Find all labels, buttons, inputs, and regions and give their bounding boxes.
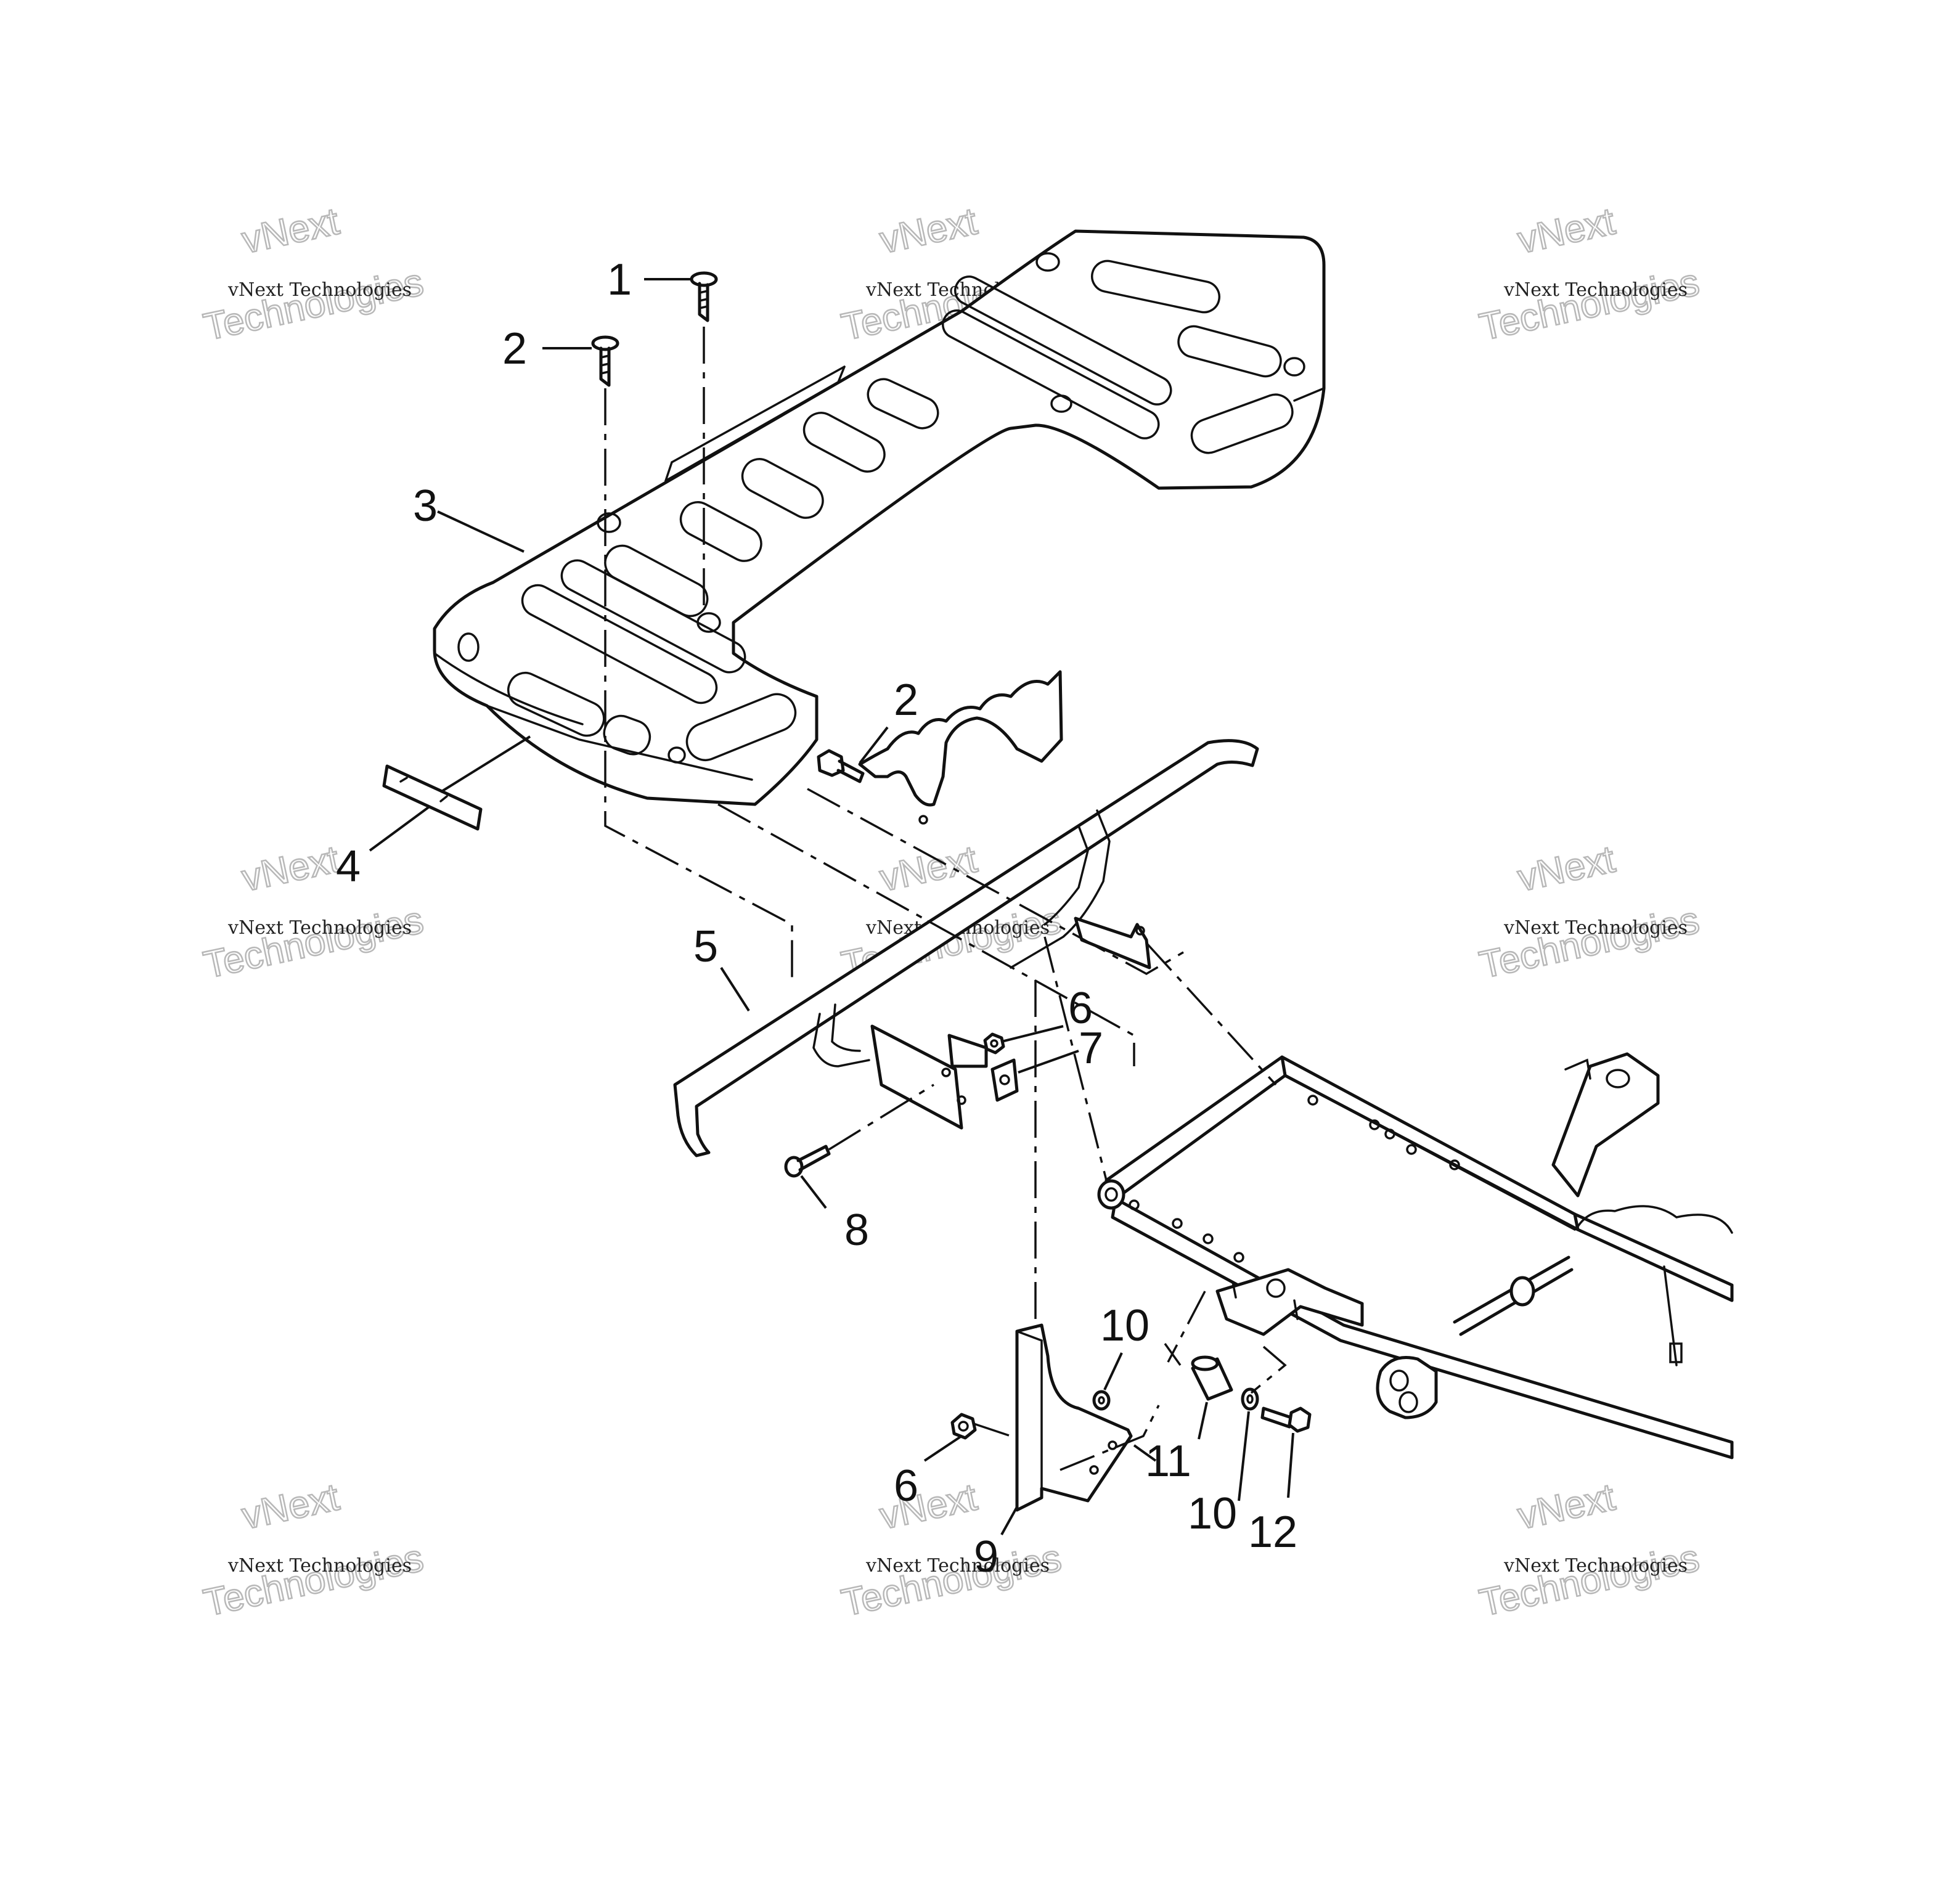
watermark: vNext Technologies vNext Technologies	[1475, 1475, 1704, 1625]
watermark-big-bottom: Technologies	[1476, 899, 1703, 987]
callout-12: 12	[1248, 1508, 1297, 1557]
watermark-line: vNext Technologies	[227, 279, 412, 301]
callout-3: 3	[413, 481, 438, 531]
callout-10: 10	[1100, 1301, 1149, 1350]
watermark-line: vNext Technologies	[1503, 917, 1688, 939]
screw-part-8	[784, 1145, 831, 1178]
guard-plate	[858, 670, 1063, 825]
watermark-big-bottom: Technologies	[200, 1537, 427, 1625]
callout-11: 11	[1145, 1437, 1191, 1486]
rack-part-3	[433, 229, 1326, 806]
rack-slots	[507, 259, 1294, 761]
washer-part-10-lower	[1241, 1387, 1259, 1411]
watermark-line: vNext Technologies	[1503, 1555, 1688, 1577]
watermark-big-bottom: Technologies	[1476, 1537, 1703, 1625]
watermark-big-top: vNext	[876, 838, 981, 900]
reflector-part-4	[382, 764, 483, 831]
watermark-big-bottom: Technologies	[838, 1537, 1065, 1625]
callout-9: 9	[974, 1532, 998, 1582]
watermark-line: vNext Technologies	[227, 917, 412, 939]
watermark: vNext Technologies vNext Technologies	[199, 1475, 428, 1625]
bolt-part-2	[817, 749, 865, 783]
clip-part-7	[990, 1058, 1019, 1102]
watermark-big-bottom: Technologies	[200, 261, 427, 349]
callout-8: 8	[844, 1206, 869, 1255]
watermark-line: vNext Technologies	[865, 1555, 1050, 1577]
bracket-part-9	[1015, 1323, 1133, 1512]
callout-10-b: 10	[1188, 1489, 1237, 1538]
bracket-part-5	[673, 739, 1259, 1157]
callout-7: 7	[1079, 1024, 1103, 1073]
watermark-big-top: vNext	[239, 200, 343, 262]
assembly-lines	[604, 327, 1287, 1471]
nut-part-6	[983, 1032, 1005, 1055]
watermark-big-top: vNext	[239, 838, 343, 900]
watermark-big-top: vNext	[1514, 1476, 1619, 1538]
callout-5: 5	[693, 922, 718, 971]
callout-2: 2	[502, 324, 527, 373]
watermark-line: vNext Technologies	[227, 1555, 412, 1577]
callout-1: 1	[607, 255, 632, 304]
watermark-big-top: vNext	[239, 1476, 343, 1538]
leader-lines	[369, 278, 1294, 1535]
callouts: 1 2 3 4 5 2 6 7 8 10 6 11 9 10 12	[336, 255, 1297, 1582]
screw-part-2	[591, 335, 619, 387]
watermark-big-top: vNext	[876, 1476, 981, 1538]
watermark: vNext Technologies vNext Technologies	[199, 199, 428, 349]
screw-part-1	[690, 271, 718, 322]
watermark-big-bottom: Technologies	[200, 899, 427, 987]
frame	[1097, 1052, 1734, 1459]
watermark-big-bottom: Technologies	[1476, 261, 1703, 349]
watermark: vNext Technologies vNext Technologies	[199, 837, 428, 987]
callout-6: 6	[1068, 984, 1093, 1033]
nut-part-6-lower	[950, 1413, 977, 1440]
callout-6-b: 6	[894, 1461, 918, 1511]
watermark-big-top: vNext	[1514, 838, 1619, 900]
watermark: vNext Technologies vNext Technologies	[1475, 199, 1704, 349]
watermark-big-top: vNext	[1514, 200, 1619, 262]
bolt-part-12	[1260, 1406, 1312, 1433]
callout-2-b: 2	[894, 676, 918, 725]
watermark: vNext Technologies vNext Technologies	[1475, 837, 1704, 987]
callout-4: 4	[336, 842, 361, 891]
washer-part-10-upper	[1092, 1390, 1111, 1411]
watermark-line: vNext Technologies	[1503, 279, 1688, 301]
watermark-big-top: vNext	[876, 200, 981, 262]
